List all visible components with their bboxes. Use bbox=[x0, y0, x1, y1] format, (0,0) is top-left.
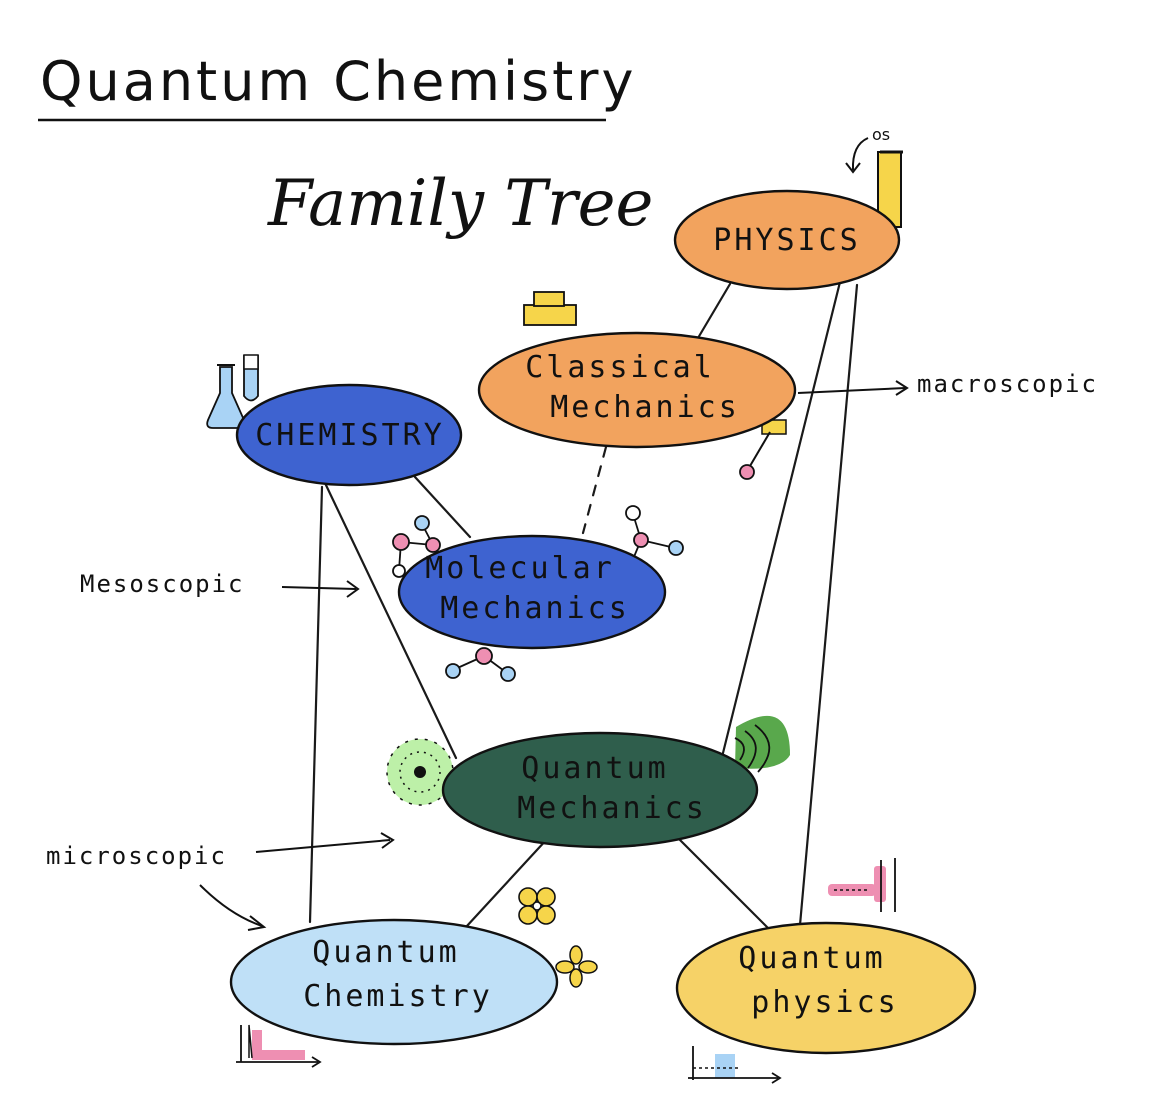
book-icon bbox=[523, 291, 577, 326]
atom-cloud-icon bbox=[386, 738, 454, 806]
node-label-line2: Mechanics bbox=[550, 390, 740, 425]
node-label-line2: Chemistry bbox=[303, 979, 493, 1014]
node-label-line1: Molecular bbox=[425, 551, 615, 586]
thermometer-icon: os bbox=[845, 125, 903, 228]
flower-icon bbox=[555, 945, 598, 988]
node-molecular-mechanics[interactable]: Molecular Mechanics bbox=[397, 534, 667, 650]
edge-physics-quantum-physics bbox=[798, 283, 859, 927]
edge-classical-molecular-dashed bbox=[581, 445, 608, 535]
node-label-line2: physics bbox=[751, 985, 898, 1020]
diagram-subtitle: Family Tree bbox=[267, 167, 653, 241]
test-tube-icon bbox=[243, 354, 259, 402]
flower-icon bbox=[518, 887, 556, 925]
wave-icon bbox=[734, 715, 790, 773]
diagram-title: Quantum Chemistry bbox=[40, 50, 636, 113]
os-note: os bbox=[872, 125, 890, 144]
ruler-icon bbox=[828, 858, 896, 912]
node-label-line1: Quantum bbox=[738, 941, 885, 976]
graph-icon bbox=[688, 1046, 782, 1084]
node-quantum-physics[interactable]: Quantum physics bbox=[675, 921, 977, 1055]
node-quantum-chemistry[interactable]: Quantum Chemistry bbox=[229, 918, 559, 1046]
pendulum-icon bbox=[739, 419, 787, 480]
edge-physics-classical bbox=[696, 282, 732, 340]
flask-icon bbox=[206, 364, 246, 429]
node-label: CHEMISTRY bbox=[255, 418, 445, 453]
mesoscopic-label: Mesoscopic bbox=[80, 570, 245, 598]
node-label-line2: Mechanics bbox=[440, 591, 630, 626]
molecule-icon bbox=[392, 515, 441, 578]
microscopic-annotation: microscopic bbox=[46, 832, 395, 931]
node-classical-mechanics[interactable]: Classical Mechanics bbox=[477, 331, 797, 449]
edge-chemistry-molecular bbox=[413, 475, 472, 539]
edge-chemistry-quantum-mechanics bbox=[323, 481, 458, 760]
node-label-line1: Quantum bbox=[312, 935, 459, 970]
edge-quantum-mechanics-quantum-physics bbox=[678, 838, 772, 932]
macroscopic-annotation: macroscopic bbox=[797, 370, 1098, 398]
node-physics[interactable]: PHYSICS bbox=[673, 189, 901, 291]
microscopic-label: microscopic bbox=[46, 842, 227, 870]
node-quantum-mechanics[interactable]: Quantum Mechanics bbox=[441, 731, 759, 849]
mesoscopic-annotation: Mesoscopic bbox=[80, 570, 360, 598]
node-label-line1: Quantum bbox=[521, 751, 668, 786]
node-label: PHYSICS bbox=[713, 223, 860, 258]
node-chemistry[interactable]: CHEMISTRY bbox=[235, 383, 463, 487]
node-label-line2: Mechanics bbox=[517, 791, 707, 826]
molecule-icon bbox=[445, 647, 516, 682]
graph-icon bbox=[236, 1024, 322, 1068]
edge-quantum-mechanics-quantum-chemistry bbox=[464, 836, 550, 929]
edge-chemistry-quantum-chemistry bbox=[308, 485, 324, 924]
macroscopic-label: macroscopic bbox=[917, 370, 1098, 398]
edge-physics-quantum-mechanics bbox=[720, 280, 842, 759]
node-label-line1: Classical bbox=[525, 350, 715, 385]
